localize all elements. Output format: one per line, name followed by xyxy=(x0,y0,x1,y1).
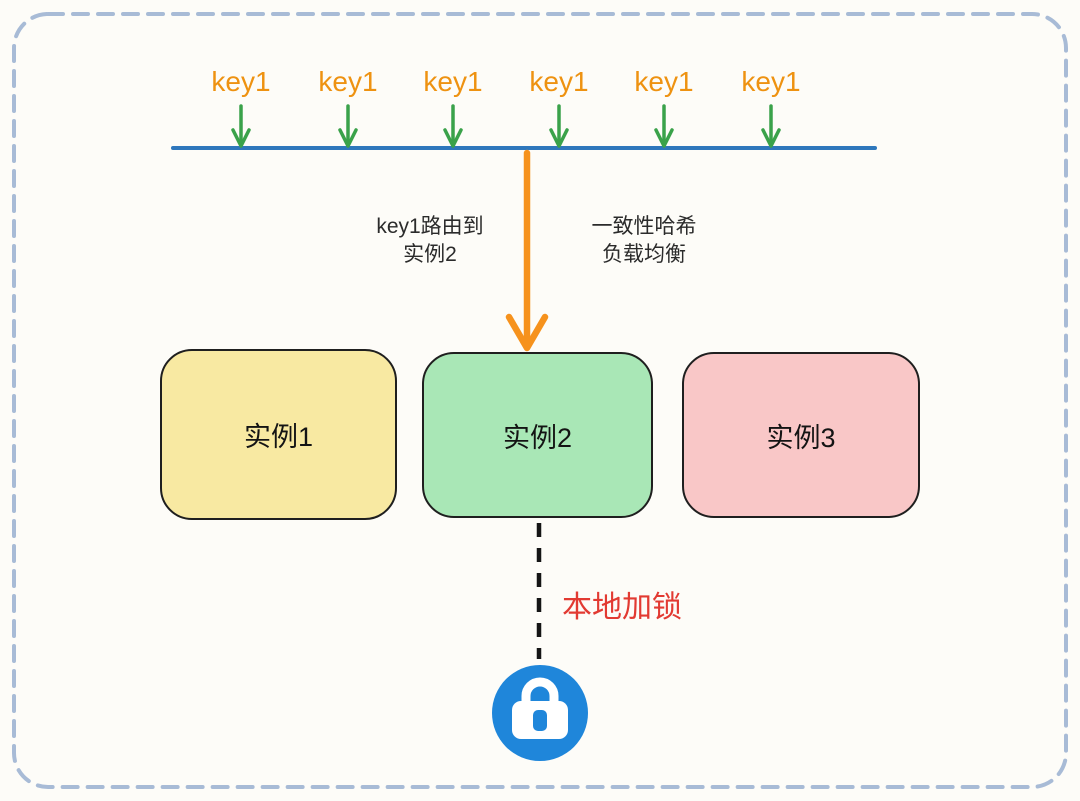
key-label: key1 xyxy=(318,66,378,97)
strategy-note: 一致性哈希 负载均衡 xyxy=(591,215,697,266)
instance-box-3: 实例3 xyxy=(682,352,920,518)
instance-box-2: 实例2 xyxy=(422,352,653,518)
instance-box-1: 实例1 xyxy=(160,349,397,520)
key-arrows-group xyxy=(231,104,781,148)
key-label: key1 xyxy=(211,66,271,97)
arrow-down-icon xyxy=(654,104,674,148)
route-note: key1路由到 实例2 xyxy=(376,215,484,266)
arrow-down-icon xyxy=(549,104,569,148)
arrow-down-icon xyxy=(761,104,781,148)
arrow-down-icon xyxy=(338,104,358,148)
key-label: key1 xyxy=(529,66,589,97)
lock-icon xyxy=(492,665,588,761)
key-label: key1 xyxy=(423,66,483,97)
local-lock-label: 本地加锁 xyxy=(562,591,682,624)
instance-label: 实例2 xyxy=(502,422,573,453)
instance-label: 实例1 xyxy=(243,422,314,452)
arrow-down-icon xyxy=(231,104,251,148)
arrow-down-icon xyxy=(443,104,463,148)
instance-label: 实例3 xyxy=(766,422,836,453)
key-label: key1 xyxy=(741,66,801,97)
key-label: key1 xyxy=(634,66,694,97)
